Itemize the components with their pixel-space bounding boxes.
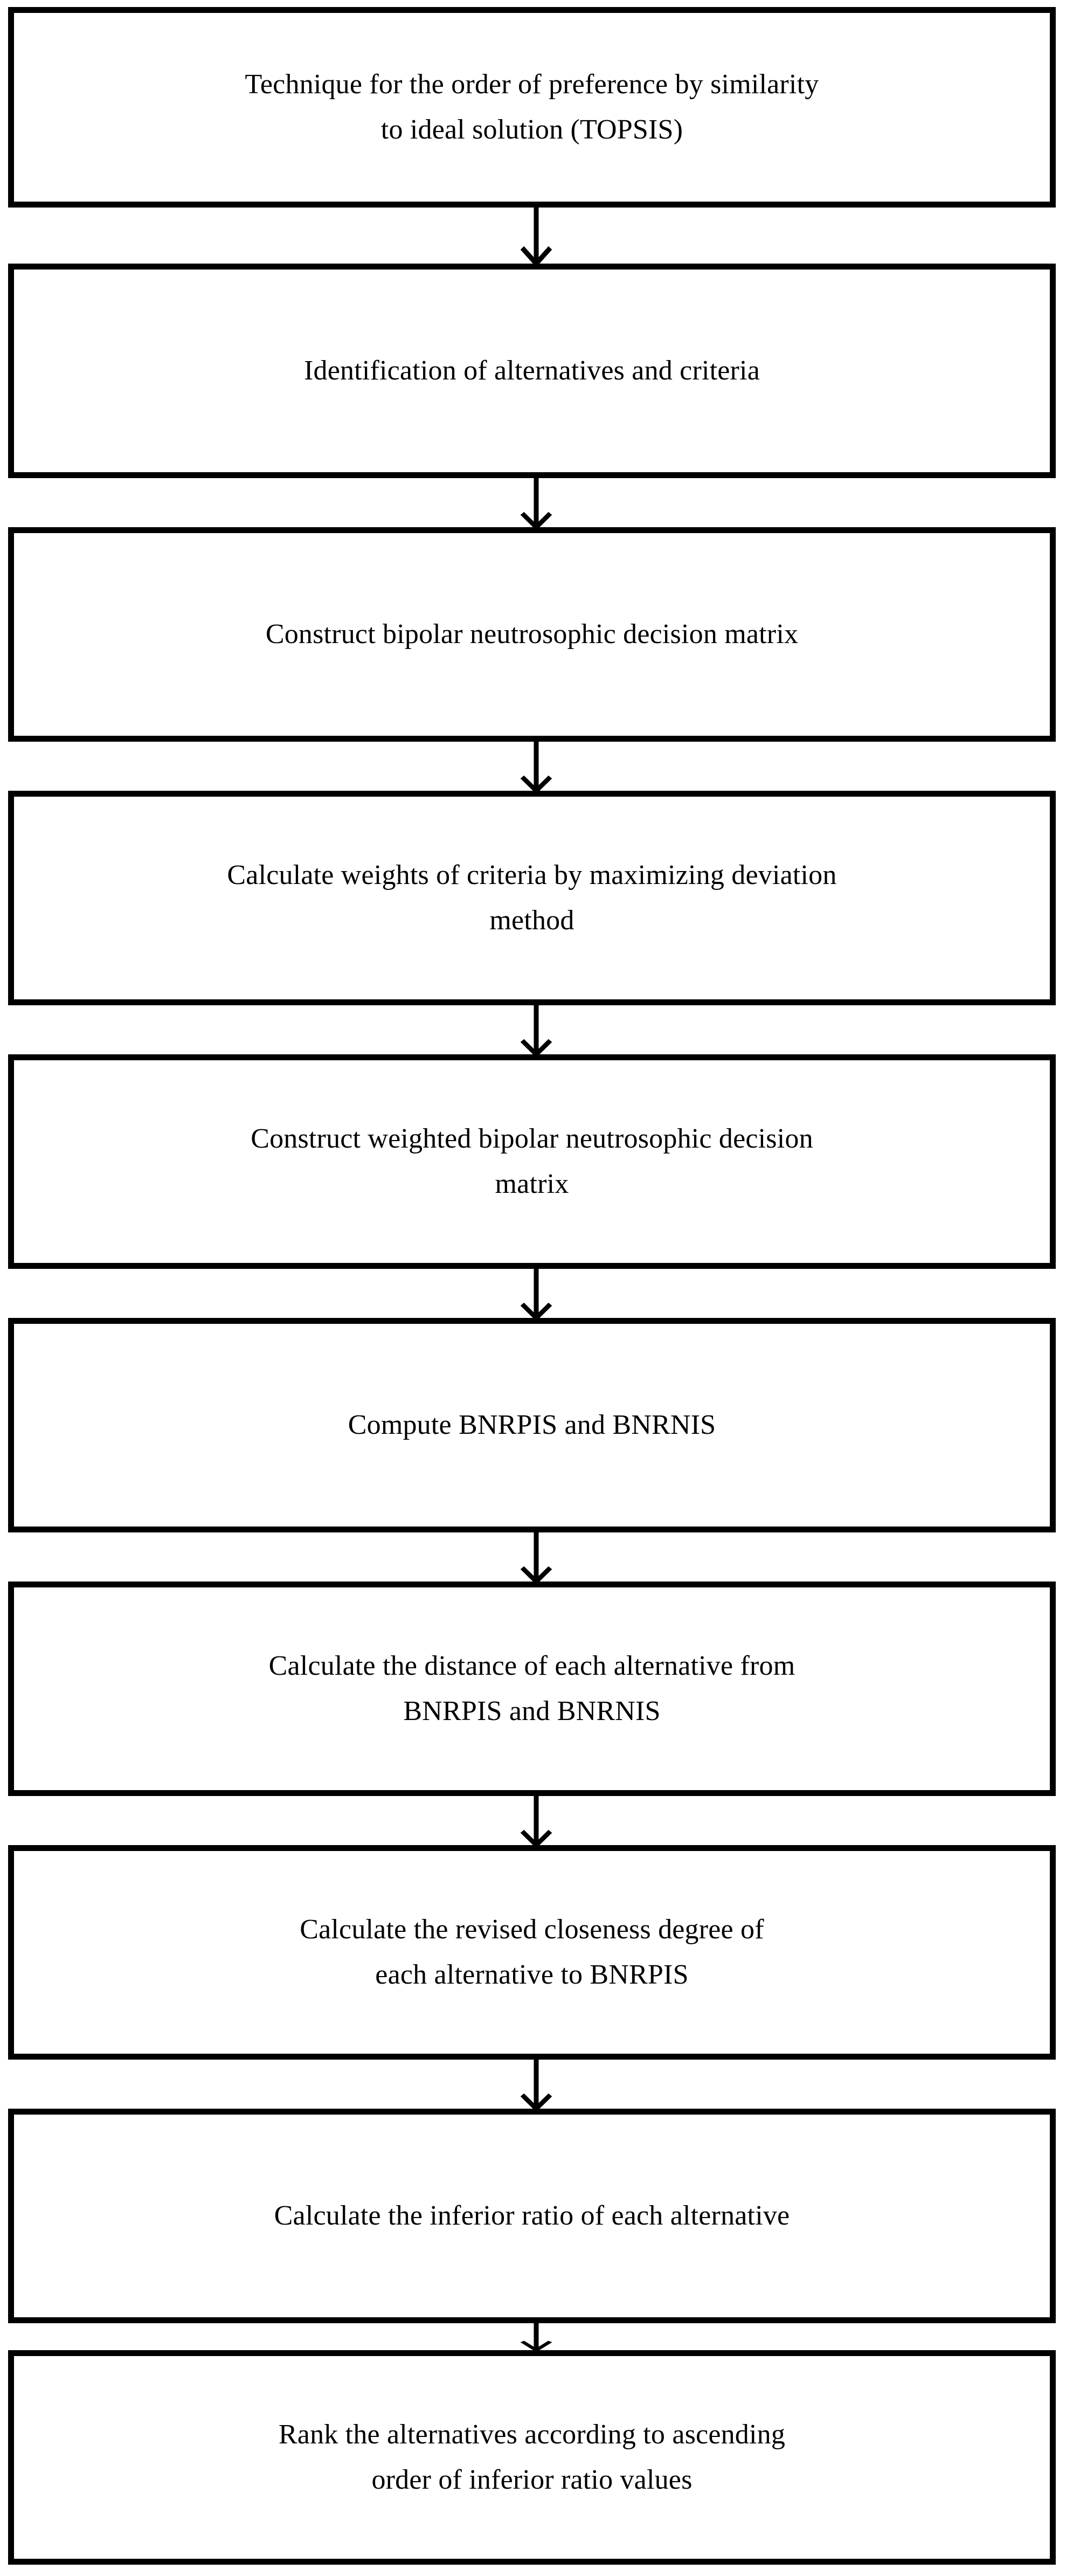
flow-arrow-4-to-5 (504, 1005, 569, 1054)
node-label: Calculate the inferior ratio of each alt… (274, 2200, 790, 2231)
flow-arrow-1-to-2 (504, 208, 569, 264)
node-label: Construct weighted bipolar neutrosophic … (251, 1123, 813, 1199)
node-label: Rank the alternatives according to ascen… (278, 2419, 786, 2495)
flow-arrow-3-to-4 (504, 742, 569, 791)
node-label: Identification of alternatives and crite… (304, 355, 760, 386)
flow-arrow-8-to-9 (504, 2060, 569, 2109)
flowchart-node-7: Calculate the distance of each alternati… (8, 1581, 1056, 1796)
flowchart-node-3: Construct bipolar neutrosophic decision … (8, 527, 1056, 742)
flowchart-node-4: Calculate weights of criteria by maximiz… (8, 791, 1056, 1005)
node-label: Calculate the revised closeness degree o… (300, 1914, 764, 1990)
flow-arrow-7-to-8 (504, 1796, 569, 1845)
flow-arrow-2-to-3 (504, 478, 569, 527)
flowchart-node-8: Calculate the revised closeness degree o… (8, 1845, 1056, 2060)
down-arrow-icon (520, 478, 552, 527)
down-arrow-icon (520, 1269, 552, 1318)
down-arrow-icon (520, 2060, 552, 2109)
node-label: Compute BNRPIS and BNRNIS (348, 1409, 716, 1440)
down-arrow-icon (520, 2323, 552, 2350)
node-label: Construct bipolar neutrosophic decision … (265, 618, 799, 650)
node-label: Calculate weights of criteria by maximiz… (227, 859, 837, 936)
down-arrow-icon (520, 1796, 552, 1845)
flow-arrow-9-to-10 (504, 2323, 569, 2350)
down-arrow-icon (520, 1532, 552, 1581)
flow-arrow-6-to-7 (504, 1532, 569, 1581)
flowchart-node-5: Construct weighted bipolar neutrosophic … (8, 1054, 1056, 1269)
down-arrow-icon (520, 208, 552, 264)
node-label: Calculate the distance of each alternati… (268, 1650, 795, 1726)
down-arrow-icon (520, 742, 552, 791)
node-label: Technique for the order of preference by… (245, 68, 819, 145)
flowchart-node-10: Rank the alternatives according to ascen… (8, 2350, 1056, 2565)
flowchart-node-1: Technique for the order of preference by… (8, 7, 1056, 208)
flow-arrow-5-to-6 (504, 1269, 569, 1318)
flowchart-node-9: Calculate the inferior ratio of each alt… (8, 2109, 1056, 2323)
down-arrow-icon (520, 1005, 552, 1054)
flowchart-node-2: Identification of alternatives and crite… (8, 264, 1056, 478)
flowchart-node-6: Compute BNRPIS and BNRNIS (8, 1318, 1056, 1532)
